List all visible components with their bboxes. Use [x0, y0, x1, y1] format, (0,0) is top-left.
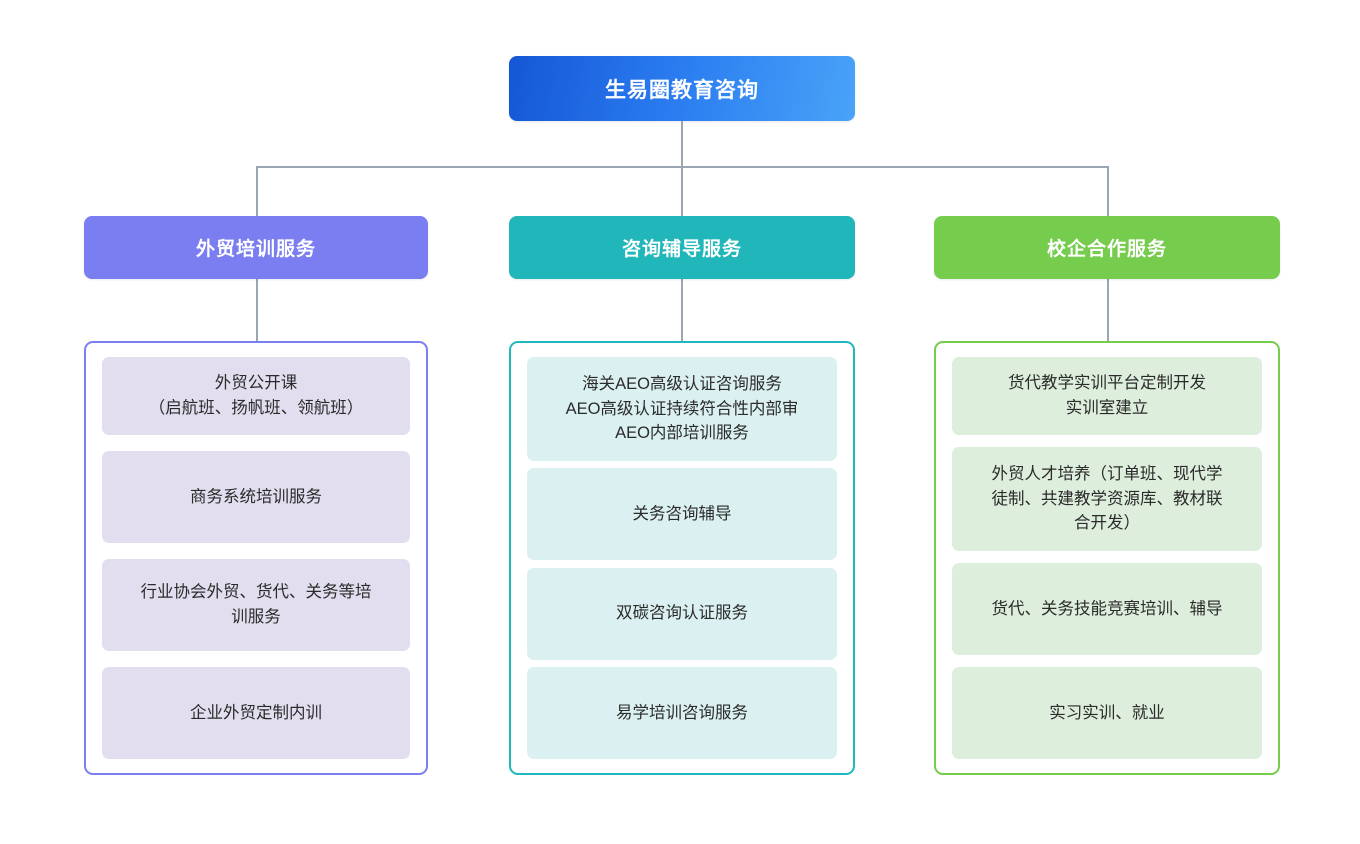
connector-stem-column-1	[256, 166, 258, 216]
card-line: 双碳咨询认证服务	[616, 604, 748, 623]
card-line: （启航班、扬帆班、领航班）	[148, 399, 364, 417]
card-line: 关务咨询辅导	[632, 504, 732, 523]
card-line: 企业外贸定制内训	[190, 703, 322, 722]
card-line: 徒制、共建教学资源库、教材联	[991, 489, 1223, 508]
card-line: 易学培训咨询服务	[616, 703, 748, 722]
service-card[interactable]: 货代、关务技能竞赛培训、辅导	[952, 563, 1262, 655]
service-card[interactable]: 双碳咨询认证服务	[527, 567, 837, 660]
root-node[interactable]: 生易圈教育咨询	[509, 56, 855, 121]
card-line: 实训室建立	[1065, 399, 1149, 417]
service-card[interactable]: 企业外贸定制内训	[102, 667, 410, 759]
service-card[interactable]: 外贸人才培养（订单班、现代学 徒制、共建教学资源库、教材联 合开发）	[952, 447, 1262, 551]
service-card[interactable]: 实习实训、就业	[952, 667, 1262, 759]
branch-box-consulting: 海关AEO高级认证咨询服务 AEO高级认证持续符合性内部审 AEO内部培训服务 …	[509, 341, 855, 775]
card-line: 训服务	[231, 608, 281, 626]
branch-header-training[interactable]: 外贸培训服务	[84, 216, 428, 279]
service-card[interactable]: 货代教学实训平台定制开发 实训室建立	[952, 357, 1262, 435]
service-card[interactable]: 易学培训咨询服务	[527, 666, 837, 759]
branch-header-school-enterprise[interactable]: 校企合作服务	[934, 216, 1280, 279]
connector-root-stem	[681, 121, 683, 167]
card-line: 商务系统培训服务	[190, 487, 322, 506]
service-card[interactable]: 商务系统培训服务	[102, 451, 410, 543]
service-card[interactable]: 海关AEO高级认证咨询服务 AEO高级认证持续符合性内部审 AEO内部培训服务	[527, 357, 837, 461]
card-line: 货代、关务技能竞赛培训、辅导	[991, 599, 1223, 618]
branch-column-consulting: 咨询辅导服务 海关AEO高级认证咨询服务 AEO高级认证持续符合性内部审 AEO…	[509, 216, 855, 775]
card-line: 外贸公开课	[214, 374, 298, 393]
card-line: 外贸人才培养（订单班、现代学	[991, 464, 1223, 483]
branch-box-training: 外贸公开课 （启航班、扬帆班、领航班） 商务系统培训服务 行业协会外贸、货代、关…	[84, 341, 428, 775]
branch-box-school-enterprise: 货代教学实训平台定制开发 实训室建立 外贸人才培养（订单班、现代学 徒制、共建教…	[934, 341, 1280, 775]
branch-column-training: 外贸培训服务 外贸公开课 （启航班、扬帆班、领航班） 商务系统培训服务 行业协会…	[84, 216, 428, 775]
branch-column-school-enterprise: 校企合作服务 货代教学实训平台定制开发 实训室建立 外贸人才培养（订单班、现代学…	[934, 216, 1280, 775]
service-card[interactable]: 行业协会外贸、货代、关务等培 训服务	[102, 559, 410, 651]
card-line: AEO内部培训服务	[615, 424, 749, 443]
card-line: 海关AEO高级认证咨询服务	[582, 374, 782, 393]
connector-header-to-box-1	[256, 279, 258, 341]
service-card[interactable]: 外贸公开课 （启航班、扬帆班、领航班）	[102, 357, 410, 435]
card-line: 实习实训、就业	[1049, 703, 1165, 722]
card-line: 货代教学实训平台定制开发	[1008, 374, 1206, 393]
connector-stem-column-3	[1107, 166, 1109, 216]
card-line: 合开发）	[1074, 514, 1140, 533]
connector-header-to-box-3	[1107, 279, 1109, 341]
branch-header-consulting[interactable]: 咨询辅导服务	[509, 216, 855, 279]
connector-header-to-box-2	[681, 279, 683, 341]
card-line: 行业协会外贸、货代、关务等培	[140, 583, 372, 602]
service-card[interactable]: 关务咨询辅导	[527, 468, 837, 561]
connector-stem-column-2	[681, 166, 683, 216]
card-line: AEO高级认证持续符合性内部审	[565, 399, 799, 418]
